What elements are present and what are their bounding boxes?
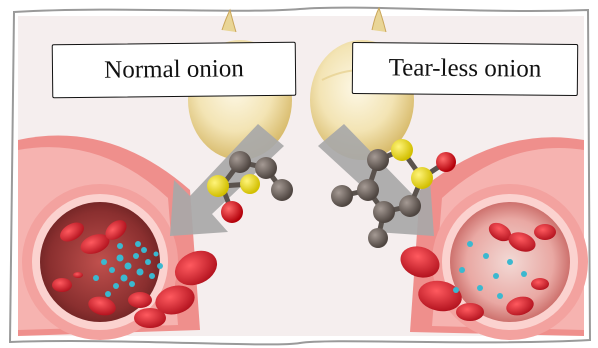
normal-onion-label: Normal onion xyxy=(52,42,297,99)
tearless-onion-label: Tear-less onion xyxy=(352,42,578,96)
